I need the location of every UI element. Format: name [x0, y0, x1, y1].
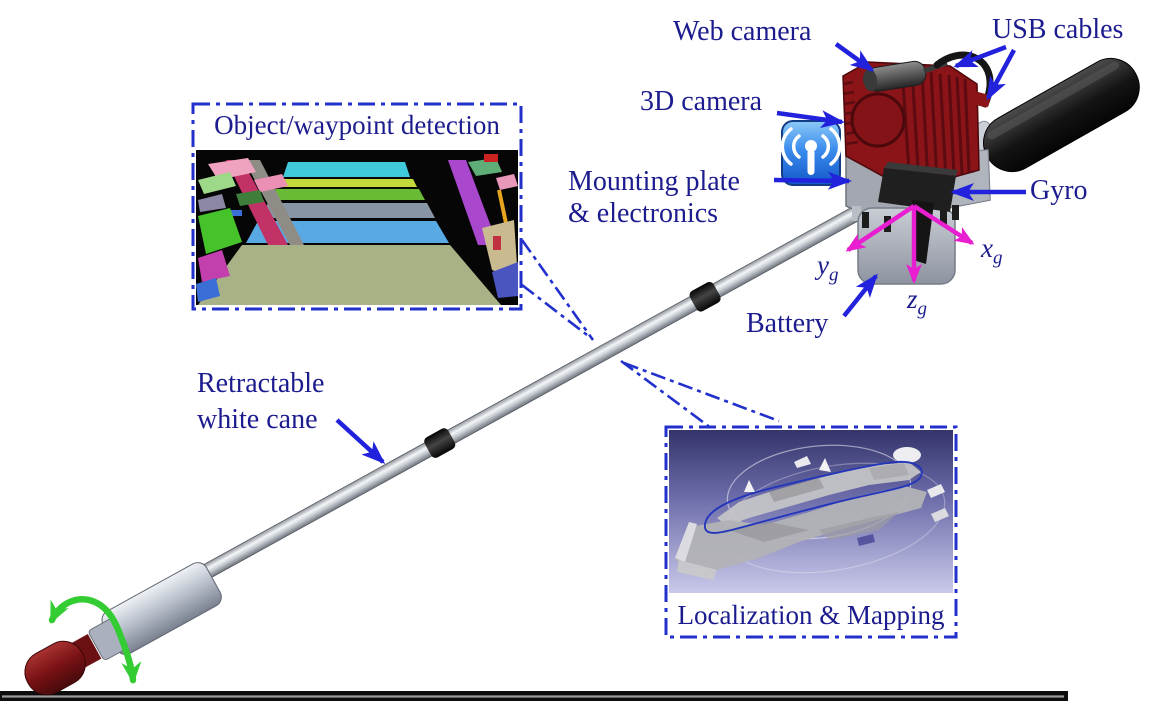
detection-inset-title: Object/waypoint detection: [214, 110, 500, 140]
cane-joint-ring: [689, 281, 721, 312]
usb-plug: [971, 91, 991, 108]
axis-label-x: xg: [981, 233, 1003, 269]
camera-lens-ring: [850, 92, 906, 148]
sweep-rotation-arrow: [48, 596, 142, 684]
label-battery: Battery: [746, 308, 829, 339]
label-web-camera: Web camera: [673, 16, 812, 47]
label-retractable-cane: Retractable white cane: [197, 368, 325, 435]
arrow-cane: [335, 418, 386, 465]
arrow-usb-1: [953, 44, 1007, 69]
web-camera-body: [863, 60, 927, 92]
arrow-3d-camera: [776, 110, 845, 129]
mapping-inset-image: [669, 430, 953, 593]
label-3d-camera: 3D camera: [640, 86, 763, 117]
battery-box: [857, 205, 959, 285]
mapping-inset-title: Localization & Mapping: [677, 600, 945, 630]
axis-y-arrow: [845, 204, 916, 252]
detection-inset-border: [191, 102, 523, 311]
camera-3d-body: [842, 61, 980, 191]
ground-line: [0, 691, 1068, 701]
axis-label-y: yg: [817, 250, 839, 286]
arrow-usb-2: [986, 48, 1016, 101]
arrow-mounting: [773, 171, 852, 190]
gyro-axes: [845, 204, 975, 284]
label-mounting-plate: Mounting plate & electronics: [568, 166, 740, 229]
axis-x-arrow: [912, 204, 975, 245]
label-usb-cables: USB cables: [992, 14, 1124, 45]
cane-joint-ring: [424, 428, 456, 458]
wifi-icon: [780, 120, 842, 186]
inset-connectors: [520, 239, 780, 430]
axis-label-z: zg: [907, 284, 928, 320]
detection-inset-image: [196, 150, 518, 305]
label-gyro: Gyro: [1030, 175, 1088, 206]
callout-arrows: [335, 42, 1026, 465]
arrow-battery: [842, 273, 878, 318]
cane-handle: [983, 58, 1140, 173]
arrow-web-camera: [834, 42, 875, 72]
mapping-inset-border: [664, 425, 958, 639]
